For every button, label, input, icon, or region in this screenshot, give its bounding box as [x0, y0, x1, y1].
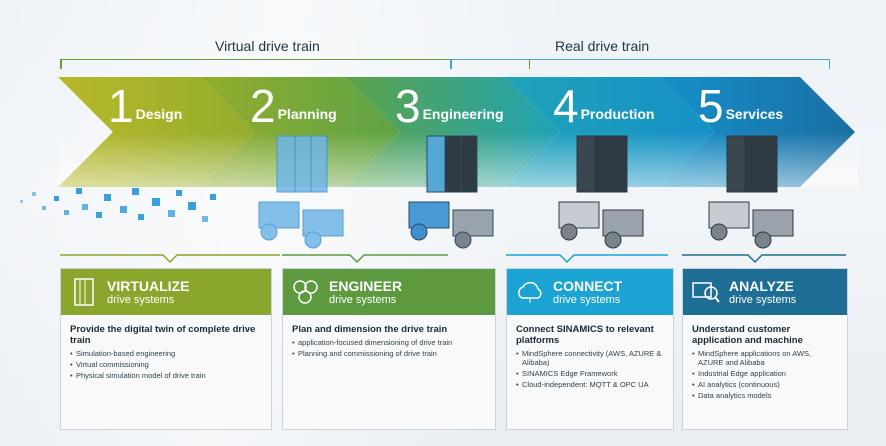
- step-name: Planning: [277, 106, 337, 122]
- analytics-magnifier-icon: [689, 275, 723, 309]
- card-bullet: Industrial Edge application: [692, 369, 838, 378]
- real-bracket-label: Real drive train: [555, 38, 650, 54]
- card-header: VIRTUALIZE drive systems: [61, 269, 271, 315]
- card-header: CONNECT drive systems: [507, 269, 673, 315]
- drive-module-wireframe-image: [258, 135, 344, 249]
- card-subtitle: drive systems: [553, 293, 621, 306]
- card-body: Connect SINAMICS to relevant platforms M…: [507, 315, 673, 400]
- step-name: Engineering: [422, 106, 504, 122]
- step-name: Services: [725, 106, 784, 122]
- step-name: Design: [135, 106, 183, 122]
- card-lead: Plan and dimension the drive train: [292, 324, 448, 335]
- card-bullet: application-focused dimensioning of driv…: [292, 338, 486, 347]
- card-bullet: Planning and commissioning of drive trai…: [292, 349, 486, 358]
- card-body: Plan and dimension the drive train appli…: [283, 315, 495, 369]
- card-subtitle: drive systems: [329, 293, 397, 306]
- virtual-bracket: [60, 59, 530, 69]
- card-title: ANALYZE: [729, 277, 794, 294]
- step-number: 1: [108, 80, 134, 132]
- card-virtualize: VIRTUALIZE drive systems Provide the dig…: [60, 268, 272, 430]
- step-number: 4: [553, 80, 579, 132]
- card-title: CONNECT: [553, 277, 623, 294]
- step-number: 5: [698, 80, 724, 132]
- drive-module-image-services: [708, 135, 794, 249]
- card-connect: CONNECT drive systems Connect SINAMICS t…: [506, 268, 674, 430]
- engineering-gears-icon: [289, 275, 323, 309]
- card-body: Provide the digital twin of complete dri…: [61, 315, 271, 391]
- step-number: 3: [395, 80, 421, 132]
- card-analyze: ANALYZE drive systems Understand custome…: [682, 268, 848, 430]
- card-lead: Provide the digital twin of complete dri…: [70, 324, 256, 346]
- card-bullet: AI analytics (continuous): [692, 380, 838, 389]
- real-bracket: [450, 59, 830, 69]
- card-title: ENGINEER: [329, 277, 403, 294]
- cloud-connect-icon: [513, 275, 547, 309]
- digital-pixels-graphic: [20, 188, 216, 222]
- card-lead: Connect SINAMICS to relevant platforms: [516, 324, 654, 346]
- card-subtitle: drive systems: [107, 293, 175, 306]
- card-bullet: Physical simulation model of drive train: [70, 371, 262, 380]
- card-bullet: MindSphere applications on AWS, AZURE an…: [692, 349, 838, 367]
- card-bullet: Cloud-independent: MQTT & OPC UA: [516, 380, 664, 389]
- card-bullet: Virtual commissioning: [70, 360, 262, 369]
- card-header: ENGINEER drive systems: [283, 269, 495, 315]
- card-subtitle: drive systems: [729, 293, 797, 306]
- card-title: VIRTUALIZE: [107, 277, 190, 294]
- drive-module-blue-image: [408, 135, 494, 249]
- step-5-label: 5 Services: [698, 80, 784, 132]
- step-name: Production: [580, 106, 655, 122]
- card-bullet: SINAMICS Edge Framework: [516, 369, 664, 378]
- step-3-label: 3 Engineering: [395, 80, 504, 132]
- step-1-label: 1 Design: [108, 80, 183, 132]
- card-body: Understand customer application and mach…: [683, 315, 847, 411]
- card-lead: Understand customer application and mach…: [692, 324, 803, 346]
- card-connector-lines: [60, 254, 846, 264]
- virtual-cube-icon: [67, 275, 101, 309]
- drive-module-image-production: [558, 135, 644, 249]
- card-bullet: MindSphere connectivity (AWS, AZURE & Al…: [516, 349, 664, 367]
- card-header: ANALYZE drive systems: [683, 269, 847, 315]
- card-bullet: Simulation-based engineering: [70, 349, 262, 358]
- virtual-bracket-label: Virtual drive train: [215, 38, 320, 54]
- step-2-label: 2 Planning: [250, 80, 337, 132]
- step-number: 2: [250, 80, 276, 132]
- step-4-label: 4 Production: [553, 80, 655, 132]
- card-engineer: ENGINEER drive systems Plan and dimensio…: [282, 268, 496, 430]
- card-bullet: Data analytics models: [692, 391, 838, 400]
